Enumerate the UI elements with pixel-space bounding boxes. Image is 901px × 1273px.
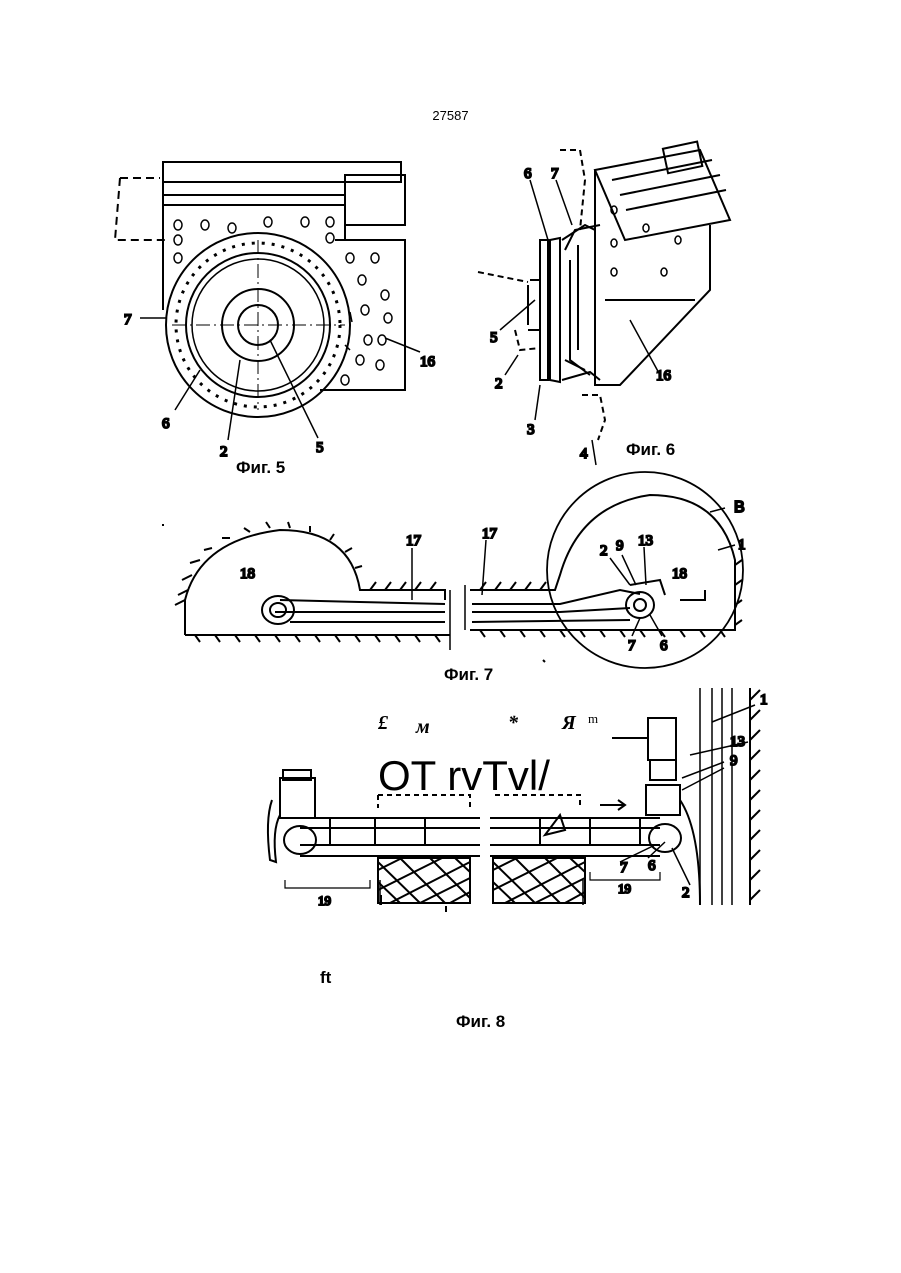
fig7-label-18-right: 18 — [672, 566, 687, 582]
artifact-ocr-text: OT rvTvl/ — [378, 752, 550, 800]
fig7-label-17-right: 17 — [482, 526, 498, 542]
fig6-label-3: 3 — [527, 422, 535, 438]
fig8-label-13: 13 — [730, 734, 745, 750]
figure-7-caption: Фиг. 7 — [444, 665, 493, 685]
fig8-label-19-right: 19 — [618, 881, 631, 896]
fig6-label-5: 5 — [490, 330, 498, 346]
fig7-label-7: 7 — [628, 638, 636, 654]
fig7-label-18-left: 18 — [240, 566, 255, 582]
fig8-label-1: 1 — [760, 692, 768, 708]
figure-8-caption: Фиг. 8 — [456, 1012, 505, 1032]
fig8-label-2: 2 — [682, 885, 690, 901]
artifact-ft: ft — [320, 968, 331, 988]
fig5-label-7: 7 — [124, 312, 132, 328]
fig6-label-2: 2 — [495, 376, 503, 392]
fig6-label-16: 16 — [656, 368, 672, 384]
figure-6-caption: Фиг. 6 — [626, 440, 675, 460]
artifact-ya: Я — [562, 712, 576, 735]
fig7-label-2: 2 — [600, 543, 608, 559]
fig7-label-9: 9 — [616, 538, 624, 554]
fig7-label-17-left: 17 — [406, 533, 422, 549]
fig7-label-6: 6 — [660, 638, 668, 654]
figure-5-caption: Фиг. 5 — [236, 458, 285, 478]
artifact-em: м — [416, 716, 430, 739]
artifact-superscript-m: m — [588, 711, 598, 727]
fig8-label-9: 9 — [730, 753, 738, 769]
fig7-label-13: 13 — [638, 533, 653, 549]
fig8-label-7: 7 — [620, 860, 628, 876]
fig8-label-6: 6 — [648, 858, 656, 874]
fig5-label-5: 5 — [316, 440, 324, 456]
figure-7-drawing — [175, 472, 743, 668]
figure-5-drawing — [115, 162, 420, 440]
fig5-label-6: 6 — [162, 416, 170, 432]
artifact-pound: £ — [378, 712, 388, 735]
fig7-label-B: B — [734, 499, 745, 516]
fig5-label-16: 16 — [420, 354, 436, 370]
fig8-label-19-left: 19 — [318, 893, 331, 908]
fig6-label-7: 7 — [551, 166, 559, 182]
fig5-label-2: 2 — [220, 444, 228, 460]
figure-6-drawing — [478, 142, 730, 465]
fig7-label-1: 1 — [738, 537, 746, 553]
artifact-asterisk: * — [508, 712, 518, 735]
fig6-label-4: 4 — [580, 446, 588, 462]
fig6-label-6: 6 — [524, 166, 532, 182]
